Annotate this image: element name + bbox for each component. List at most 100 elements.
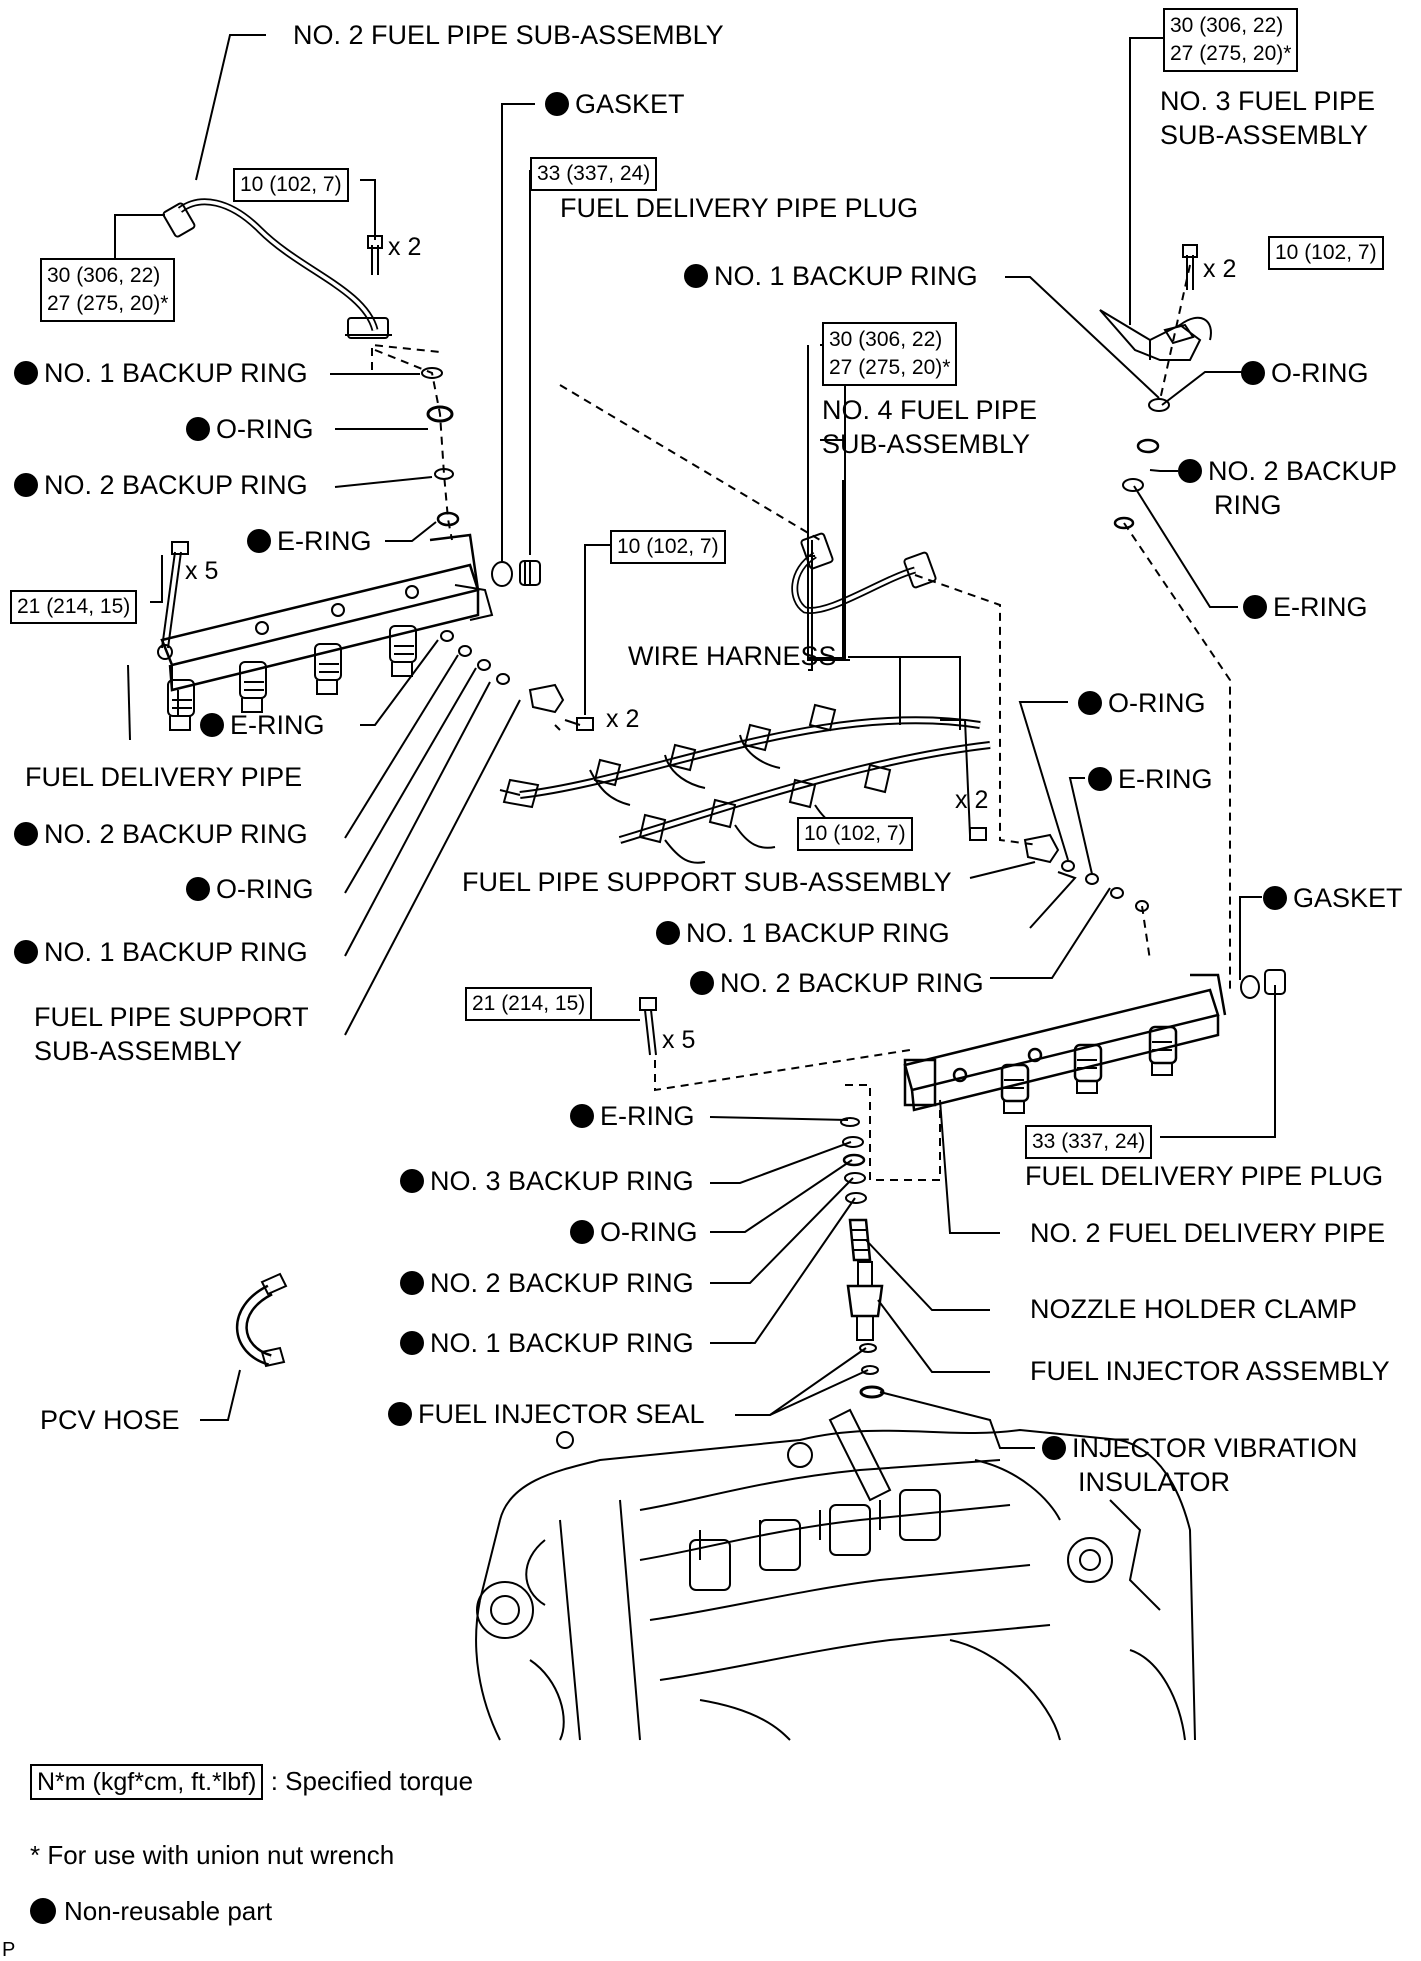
label-e-ring-tr: E-RING — [1243, 591, 1368, 623]
non-reusable-icon — [247, 529, 271, 553]
label-fuel-pipe-support-mid: FUEL PIPE SUPPORT SUB-ASSEMBLY — [462, 867, 952, 897]
label-no1-backup-ring-mid: NO. 1 BACKUP RING — [684, 260, 978, 292]
label-e-ring-mr: E-RING — [1088, 763, 1213, 795]
qty-rail-bolt-right: x 5 — [662, 1026, 696, 1054]
dashed-alignment — [371, 264, 1231, 1181]
qty-bolt-no3-pipe: x 2 — [1203, 255, 1237, 283]
engine-drawing — [475, 1408, 1196, 1741]
label-no2-backup-ring-stack: NO. 2 BACKUP RING — [400, 1267, 694, 1299]
pcv-hose-drawing — [235, 1272, 288, 1368]
torque-box-no3-pipe: 30 (306, 22) 27 (275, 20)* — [1163, 8, 1299, 72]
no2-fuel-pipe-drawing — [162, 198, 392, 339]
fuel-delivery-pipe-drawing — [157, 533, 494, 731]
label-gasket-left: GASKET — [545, 88, 685, 120]
label-no3-backup-ring: NO. 3 BACKUP RING — [400, 1165, 694, 1197]
label-no2-fuel-pipe: NO. 2 FUEL PIPE SUB-ASSEMBLY — [293, 20, 724, 50]
label-no2-backup-ring-ml: NO. 2 BACKUP RING — [14, 818, 308, 850]
non-reusable-icon — [1042, 1436, 1066, 1460]
torque-value-union: 27 (275, 20)* — [1170, 42, 1292, 65]
label-fuel-injector-seal: FUEL INJECTOR SEAL — [388, 1398, 705, 1430]
non-reusable-icon — [656, 921, 680, 945]
ring-stack-left — [374, 349, 460, 541]
non-reusable-icon — [684, 264, 708, 288]
no3-fuel-pipe-drawing — [1099, 244, 1212, 361]
label-no2-backup-ring-mid2: NO. 2 BACKUP RING — [690, 967, 984, 999]
no4-fuel-pipe-drawing — [791, 532, 937, 614]
label-wire-harness: WIRE HARNESS — [628, 641, 837, 671]
torque-box-rail-bolt-right: 21 (214, 15) — [465, 987, 593, 1021]
torque-value-union: 27 (275, 20)* — [829, 356, 951, 379]
non-reusable-icon — [1241, 361, 1265, 385]
torque-box-support-right: 10 (102, 7) — [797, 817, 913, 851]
legend-torque-box: N*m (kgf*cm, ft.*lbf) — [30, 1764, 264, 1800]
qty-support-bolt-left: x 2 — [606, 705, 640, 733]
injector-stack-drawing — [840, 1117, 885, 1399]
label-fuel-injector-assembly: FUEL INJECTOR ASSEMBLY — [1030, 1356, 1390, 1386]
non-reusable-icon — [186, 417, 210, 441]
label-o-ring-stack: O-RING — [570, 1216, 698, 1248]
label-o-ring-ml: O-RING — [186, 873, 314, 905]
label-fuel-delivery-pipe-plug-left: FUEL DELIVERY PIPE PLUG — [560, 193, 919, 223]
non-reusable-icon — [14, 940, 38, 964]
non-reusable-icon — [1178, 459, 1202, 483]
non-reusable-icon — [400, 1271, 424, 1295]
legend-union-nut: * For use with union nut wrench — [30, 1840, 395, 1870]
torque-box-support-left: 10 (102, 7) — [610, 530, 726, 564]
non-reusable-icon — [14, 473, 38, 497]
label-o-ring-tl: O-RING — [186, 413, 314, 445]
qty-support-bolt-right: x 2 — [955, 786, 989, 814]
non-reusable-icon — [14, 361, 38, 385]
ring-stack-right — [1113, 398, 1170, 530]
label-e-ring-stack: E-RING — [570, 1100, 695, 1132]
label-no1-backup-ring-stack: NO. 1 BACKUP RING — [400, 1327, 694, 1359]
qty-rail-bolt-left: x 5 — [185, 557, 219, 585]
label-no1-backup-ring-mid2: NO. 1 BACKUP RING — [656, 917, 950, 949]
torque-box-bolt-no3-pipe: 10 (102, 7) — [1268, 236, 1384, 270]
label-fuel-delivery-pipe-plug-right: FUEL DELIVERY PIPE PLUG — [1025, 1161, 1384, 1191]
non-reusable-icon — [1243, 595, 1267, 619]
label-injector-vibration-insulator: INJECTOR VIBRATION INSULATOR — [1042, 1431, 1358, 1499]
non-reusable-icon — [1078, 691, 1102, 715]
non-reusable-icon — [400, 1331, 424, 1355]
torque-box-rail-bolt-left: 21 (214, 15) — [10, 590, 138, 624]
label-no2-fuel-delivery-pipe: NO. 2 FUEL DELIVERY PIPE — [1030, 1218, 1386, 1248]
non-reusable-icon — [400, 1169, 424, 1193]
torque-box-no2-pipe: 30 (306, 22) 27 (275, 20)* — [40, 258, 176, 322]
qty-bolt-no2-pipe: x 2 — [388, 233, 422, 261]
label-e-ring-tl: E-RING — [247, 525, 372, 557]
torque-box-plug-right: 33 (337, 24) — [1025, 1125, 1153, 1159]
label-no2-backup-ring-tl: NO. 2 BACKUP RING — [14, 469, 308, 501]
no2-fuel-delivery-pipe-drawing — [903, 973, 1227, 1114]
non-reusable-icon — [570, 1104, 594, 1128]
torque-value: 30 (306, 22) — [1170, 14, 1284, 37]
label-e-ring-left-rail: E-RING — [200, 709, 325, 741]
label-no1-backup-ring-tl: NO. 1 BACKUP RING — [14, 357, 308, 389]
non-reusable-icon — [388, 1402, 412, 1426]
non-reusable-icon — [1088, 767, 1112, 791]
non-reusable-icon — [30, 1898, 56, 1924]
label-no1-backup-ring-ml: NO. 1 BACKUP RING — [14, 936, 308, 968]
torque-box-bolt-no2-pipe: 10 (102, 7) — [233, 168, 349, 202]
non-reusable-icon — [545, 92, 569, 116]
corner-mark: P — [2, 1939, 16, 1961]
non-reusable-icon — [1263, 886, 1287, 910]
wire-harness-drawing — [499, 703, 991, 864]
legend-non-reusable: Non-reusable part — [30, 1895, 272, 1927]
label-gasket-right: GASKET — [1263, 882, 1403, 914]
non-reusable-icon — [690, 971, 714, 995]
torque-box-plug-left: 33 (337, 24) — [530, 157, 658, 191]
rings-under-left-rail — [440, 630, 510, 685]
torque-value: 30 (306, 22) — [829, 328, 943, 351]
torque-value: 30 (306, 22) — [47, 264, 161, 287]
label-nozzle-holder-clamp: NOZZLE HOLDER CLAMP — [1030, 1294, 1358, 1324]
label-o-ring-tr: O-RING — [1241, 357, 1369, 389]
torque-value-union: 27 (275, 20)* — [47, 292, 169, 315]
label-o-ring-mr: O-RING — [1078, 687, 1206, 719]
label-pcv-hose: PCV HOSE — [40, 1405, 180, 1435]
legend-torque-desc: : Specified torque — [270, 1766, 474, 1796]
